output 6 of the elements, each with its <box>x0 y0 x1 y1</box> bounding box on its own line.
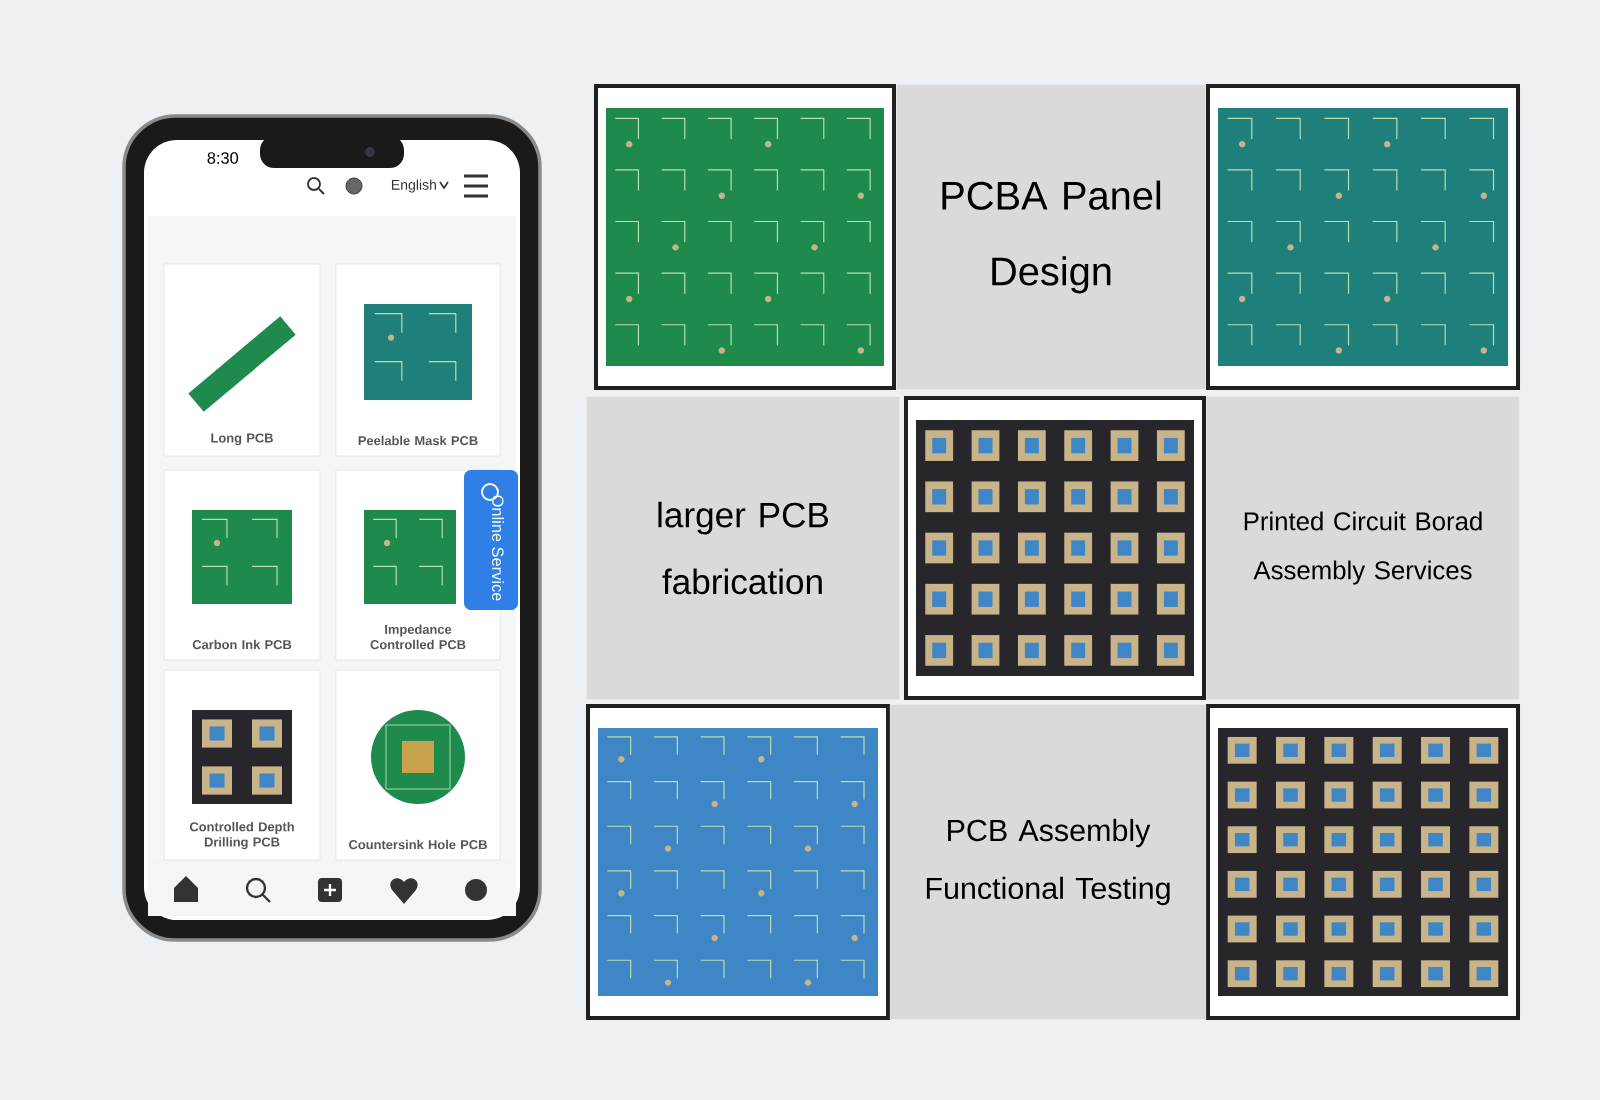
online-service-tab: Online Service <box>464 470 518 610</box>
text-panel: PCBA Panel Design <box>896 84 1206 390</box>
text-panel: larger PCB fabrication <box>586 396 900 700</box>
text-panel: Printed Circuit Borad Assembly Services <box>1206 396 1520 700</box>
text-panel: PCB Assembly Functional Testing <box>889 704 1207 1020</box>
status-time: 8:30 <box>207 152 239 164</box>
